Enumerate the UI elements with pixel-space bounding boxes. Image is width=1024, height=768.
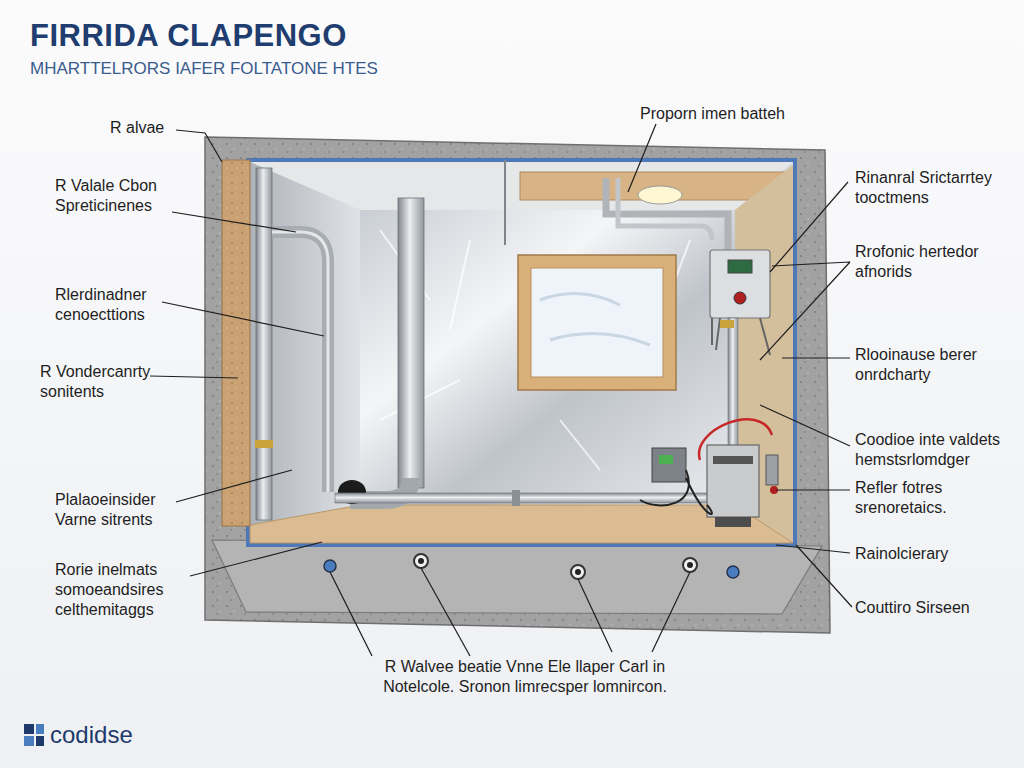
- subtitle: MHARTTELRORS IAFER FOLTATONE HTES: [30, 58, 378, 79]
- water-heater: [707, 445, 759, 517]
- floor-port: [727, 566, 739, 578]
- control-display: [728, 260, 752, 273]
- leader-line: [770, 182, 848, 272]
- junction-display: [659, 455, 673, 464]
- leader-line: [782, 357, 850, 358]
- leader-line: [330, 572, 372, 656]
- callout-label: Plalaoeinsider Varne sitrents: [55, 490, 185, 530]
- ceiling-pipe: [606, 178, 728, 250]
- leader-line: [776, 545, 850, 553]
- floor-port: [571, 565, 585, 579]
- riser-pipe: [728, 318, 738, 446]
- floor-port: [324, 560, 336, 572]
- leader-line: [760, 262, 850, 360]
- callout-label: R Vondercanrty sonitents: [40, 362, 165, 402]
- floor-port-core: [418, 558, 424, 564]
- hanger-rod: [504, 160, 506, 245]
- heater-base: [715, 517, 751, 527]
- callout-label: Proporn imen batteh: [640, 104, 785, 124]
- leader-line: [190, 542, 322, 576]
- junction-box: [652, 448, 686, 482]
- leader-line: [776, 489, 850, 490]
- leader-lines: [150, 124, 852, 656]
- pipe-band: [255, 440, 273, 448]
- callout-label: Rorie inelmats somoeandsires celthemitag…: [55, 560, 205, 620]
- concrete-slab: [212, 540, 822, 614]
- logo-square: [24, 736, 34, 746]
- callout-label: R Valale Cbon Spreticinenes: [55, 176, 180, 216]
- logo-square: [36, 736, 44, 746]
- vertical-pipe: [256, 168, 272, 520]
- leader-line: [760, 405, 850, 446]
- leader-line: [796, 545, 852, 607]
- black-wire: [640, 470, 712, 514]
- callout-label: Rlooinause berer onrdcharty: [855, 345, 1024, 385]
- window-glare: [540, 294, 650, 345]
- side-valve: [766, 455, 778, 485]
- callout-label: Couttiro Sirseen: [855, 598, 970, 618]
- callout-label: Rlerdinadner cenoecttions: [55, 285, 175, 325]
- wood-wall-strip: [222, 160, 250, 526]
- callout-label: Rinanral Srictarrtey tooctmens: [855, 168, 1024, 208]
- pipe-fitting: [512, 490, 520, 506]
- logo-text: codidse: [50, 720, 133, 750]
- leader-line: [176, 470, 292, 502]
- logo-square: [24, 724, 34, 734]
- foil-wrinkles: [380, 230, 690, 470]
- leader-line: [176, 130, 222, 162]
- control-knob: [734, 292, 746, 304]
- leader-line: [150, 376, 238, 378]
- ceiling-pipe: [618, 178, 712, 240]
- leader-line: [172, 212, 296, 232]
- callout-label: Refler fotres srenoretaics.: [855, 478, 1023, 518]
- leader-line: [578, 579, 612, 652]
- leader-line: [628, 124, 656, 192]
- caption-callout: R Walvee beatie Vnne Ele llaper Carl in …: [355, 657, 695, 697]
- window-frame: [518, 255, 676, 390]
- floor-port-core: [575, 569, 581, 575]
- leader-line: [652, 572, 690, 652]
- floor-port: [683, 558, 697, 572]
- title: FIRRIDA CLAPENGO: [30, 18, 347, 54]
- horizontal-pipe: [335, 493, 715, 503]
- control-box: [710, 250, 770, 318]
- floor-port-core: [687, 562, 693, 568]
- heater-plate: [713, 456, 753, 464]
- logo-icon: [24, 724, 44, 746]
- logo-square: [36, 724, 44, 734]
- floor-port: [414, 554, 428, 568]
- control-wires: [712, 318, 770, 355]
- callout-label: R alvae: [110, 118, 164, 138]
- brass-fitting: [720, 320, 734, 328]
- foil-side-wall: [250, 162, 360, 525]
- ceiling-light: [638, 186, 682, 204]
- elbow-pipe: [272, 232, 328, 492]
- leader-line: [421, 568, 470, 656]
- red-wire: [699, 419, 772, 460]
- callout-label: Rrofonic hertedor afnorids: [855, 242, 1024, 282]
- window-pane: [531, 268, 663, 377]
- center-pipe: [398, 198, 424, 488]
- leader-line: [162, 302, 324, 336]
- callout-label: Coodioe inte valdets hemstsrlomdger: [855, 430, 1023, 470]
- pipe-highlight: [272, 232, 328, 492]
- callout-label: Rainolcierary: [855, 544, 948, 564]
- concrete-wall: [205, 137, 830, 633]
- room-interior: [248, 160, 795, 545]
